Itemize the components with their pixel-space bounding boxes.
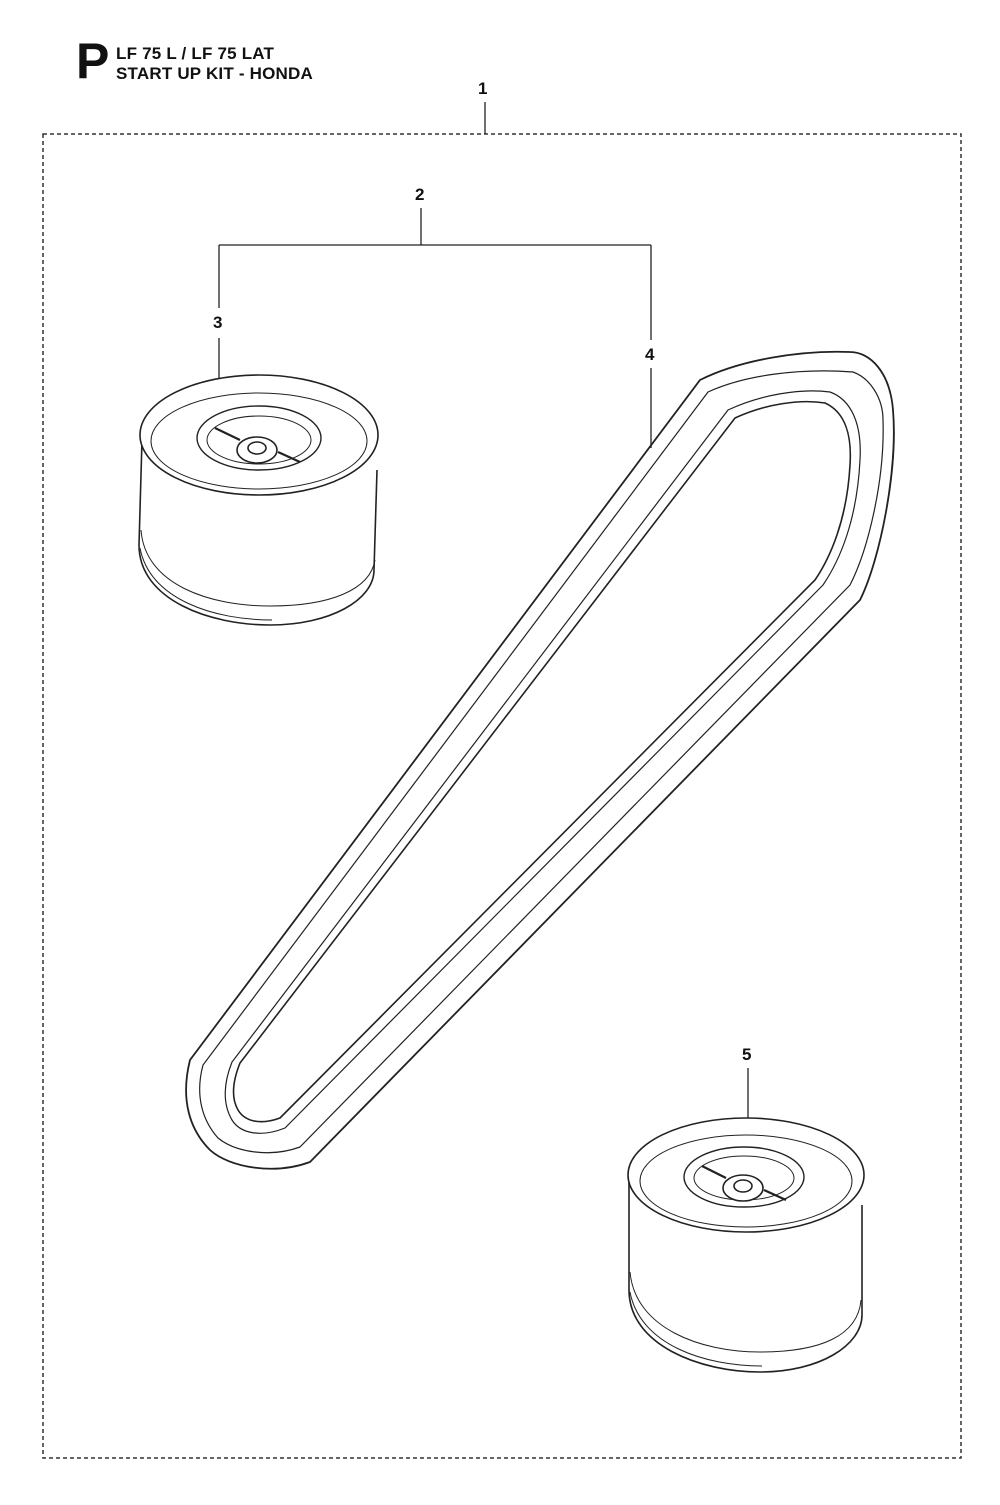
callout-3: 3 <box>213 313 222 382</box>
filter-top-inner-rim <box>639 1134 853 1228</box>
model-title: LF 75 L / LF 75 LAT <box>116 44 275 63</box>
callout-4-label: 4 <box>645 345 655 364</box>
filter-top-slot-mark-left <box>214 427 241 441</box>
kit-boundary <box>42 133 962 1459</box>
filter-top-hole <box>247 441 267 455</box>
filter-top-recess <box>683 1146 805 1208</box>
belt-inner-edge <box>232 400 852 1123</box>
filter-top-cap <box>139 374 379 496</box>
drive-belt <box>185 350 895 1170</box>
filter-top-slot-mark-left <box>701 1165 727 1179</box>
callout-2-label: 2 <box>415 185 424 204</box>
air-filter-bottom <box>627 1117 865 1373</box>
belt-outer-edge <box>185 350 895 1170</box>
filter-top-boss <box>236 436 278 464</box>
filter-base-line <box>629 1291 763 1367</box>
filter-top-boss <box>722 1174 764 1202</box>
section-letter: P <box>76 33 110 89</box>
filter-lower-rim <box>140 529 376 607</box>
filter-top-slot <box>206 415 312 465</box>
callout-1-label: 1 <box>478 79 487 98</box>
belt-inner-face <box>224 390 861 1134</box>
callout-1: 1 <box>478 79 487 134</box>
filter-top-recess <box>196 405 322 471</box>
filter-top-inner-rim <box>150 392 368 490</box>
callout-3-label: 3 <box>213 313 222 332</box>
filter-top-hole <box>733 1179 753 1193</box>
kit-title: START UP KIT - HONDA <box>116 64 313 83</box>
belt-outer-face <box>199 370 884 1154</box>
callout-5-label: 5 <box>742 1045 751 1064</box>
callout-5: 5 <box>742 1045 751 1118</box>
air-filter-top <box>138 374 379 626</box>
callout-2: 2 <box>218 185 652 340</box>
filter-base-line <box>139 547 273 621</box>
filter-top-slot-mark-right <box>277 450 301 464</box>
filter-lower-rim <box>629 1271 862 1353</box>
filter-body-outline <box>628 1180 863 1373</box>
callout-4: 4 <box>645 345 655 448</box>
filter-top-slot-mark-right <box>763 1188 787 1202</box>
filter-body-outline <box>138 439 378 626</box>
